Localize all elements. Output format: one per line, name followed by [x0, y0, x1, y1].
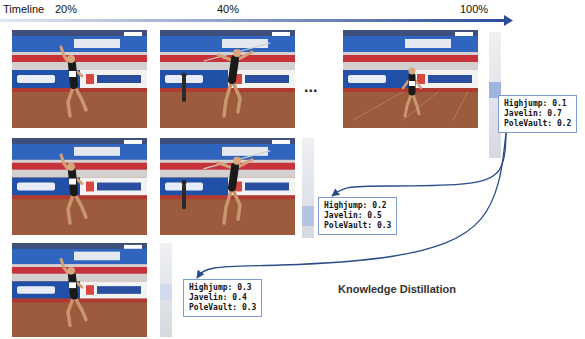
- timeline-tick: 100%: [460, 3, 488, 15]
- prediction-box: Highjump: 0.3Javelin: 0.4PoleVault: 0.3: [183, 279, 262, 317]
- video-frame: [12, 243, 147, 337]
- class-score: PoleVault: 0.3: [324, 221, 391, 231]
- score-bar: [160, 243, 172, 337]
- video-frame: [343, 30, 478, 128]
- score-bar: [302, 138, 314, 238]
- score-bar-highlight: [302, 206, 314, 226]
- class-score: Javelin: 0.4: [189, 293, 256, 303]
- score-bar-highlight: [160, 284, 172, 300]
- timeline-arrowhead: [504, 15, 513, 26]
- timeline-tick: 40%: [217, 3, 239, 15]
- video-frame: [12, 138, 147, 235]
- class-score: Highjump: 0.1: [504, 99, 571, 109]
- ellipsis: ...: [304, 78, 317, 96]
- class-score: Javelin: 0.7: [504, 109, 571, 119]
- timeline-title: Timeline: [3, 3, 44, 15]
- timeline-bar: [0, 19, 505, 22]
- prediction-box: Highjump: 0.2Javelin: 0.5PoleVault: 0.3: [318, 197, 397, 235]
- prediction-box: Highjump: 0.1Javelin: 0.7PoleVault: 0.2: [498, 95, 577, 133]
- video-frame: [12, 30, 147, 128]
- class-score: PoleVault: 0.3: [189, 303, 256, 313]
- class-score: Highjump: 0.2: [324, 201, 391, 211]
- class-score: PoleVault: 0.2: [504, 119, 571, 129]
- class-score: Javelin: 0.5: [324, 211, 391, 221]
- method-label: Knowledge Distillation: [338, 283, 456, 295]
- video-frame: [160, 30, 295, 128]
- timeline-tick: 20%: [55, 3, 77, 15]
- distillation-arrow: [197, 133, 506, 278]
- video-frame: [160, 138, 295, 235]
- distillation-arrow: [332, 133, 506, 196]
- class-score: Highjump: 0.3: [189, 283, 256, 293]
